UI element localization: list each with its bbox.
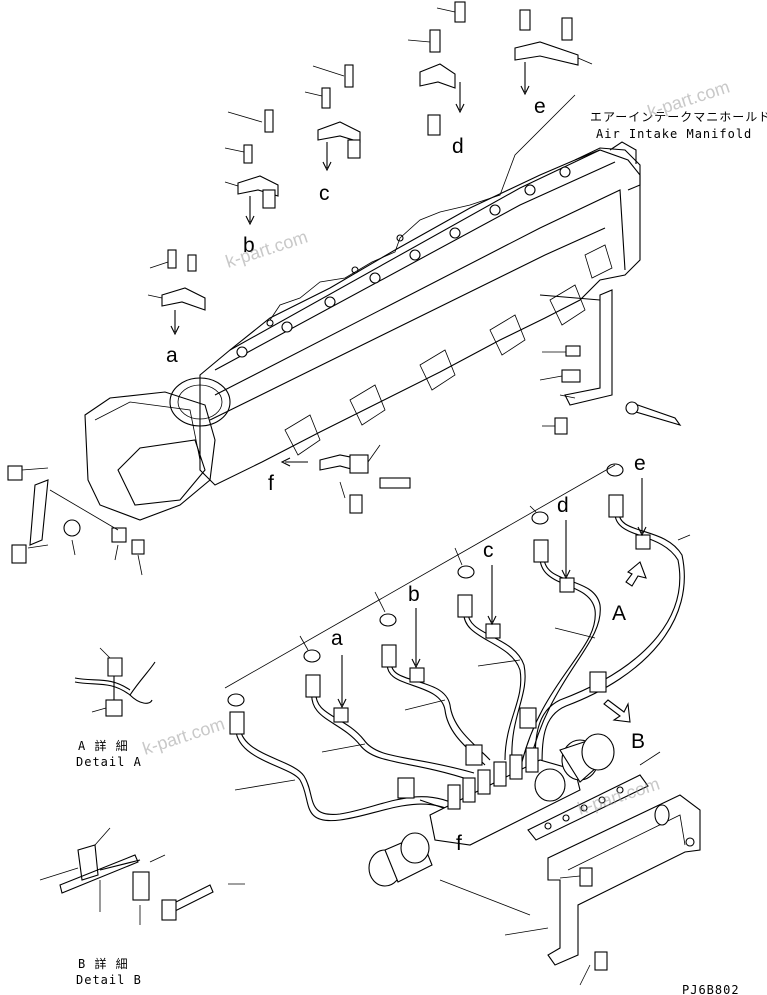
callout-f-top: f (268, 472, 274, 495)
fuel-pump-block (368, 733, 615, 916)
watermark-3: k-part.com (140, 714, 227, 759)
detail-a-title-en: Detail A (76, 755, 142, 769)
pump-outlets (447, 747, 539, 810)
callout-c-pipe: c (483, 539, 494, 562)
clamp-assembly-f (280, 444, 411, 514)
clamp-assembly-d (407, 1, 466, 136)
rail-and-bracket (504, 751, 701, 986)
callout-a-top: a (166, 344, 178, 367)
clamp-assembly-c (304, 64, 361, 172)
fuel-injection-pipes (224, 463, 691, 822)
callout-b-top: b (243, 234, 255, 257)
callout-b-pipe: b (408, 583, 420, 606)
clamp-assembly-a (147, 249, 206, 336)
watermarks: k-part.com k-part.com k-part.com k-part.… (140, 77, 732, 819)
flange-bolts (236, 166, 571, 358)
lower-left-clamps (7, 465, 145, 576)
view-a-label: A (612, 602, 626, 625)
detail-a-title-jp: A 詳 細 (78, 738, 129, 753)
callout-f-pipe: f (456, 832, 462, 855)
callout-d-top: d (452, 135, 464, 158)
right-support-bracket (539, 289, 682, 435)
detail-b-title-en: Detail B (76, 973, 142, 987)
part-name-jp: エアーインテークマニホールド (590, 110, 767, 124)
callout-c-top: c (319, 182, 330, 205)
drawing-code: PJ6B802 (682, 983, 740, 995)
callout-e-top: e (534, 95, 546, 118)
detail-b-title-jp: B 詳 細 (78, 956, 129, 971)
callout-e-pipe: e (634, 452, 646, 475)
clamp-assembly-b (224, 109, 279, 226)
detail-b-drawing (39, 827, 245, 925)
view-b-label: B (631, 730, 645, 753)
callout-d-pipe: d (557, 494, 569, 517)
watermark-1: k-part.com (223, 227, 310, 272)
clamp-assembly-e (514, 9, 593, 96)
part-name-en: Air Intake Manifold (596, 127, 752, 141)
detail-a-drawing (74, 647, 156, 717)
callout-a-pipe: a (331, 627, 343, 650)
air-intake-manifold (84, 94, 641, 521)
